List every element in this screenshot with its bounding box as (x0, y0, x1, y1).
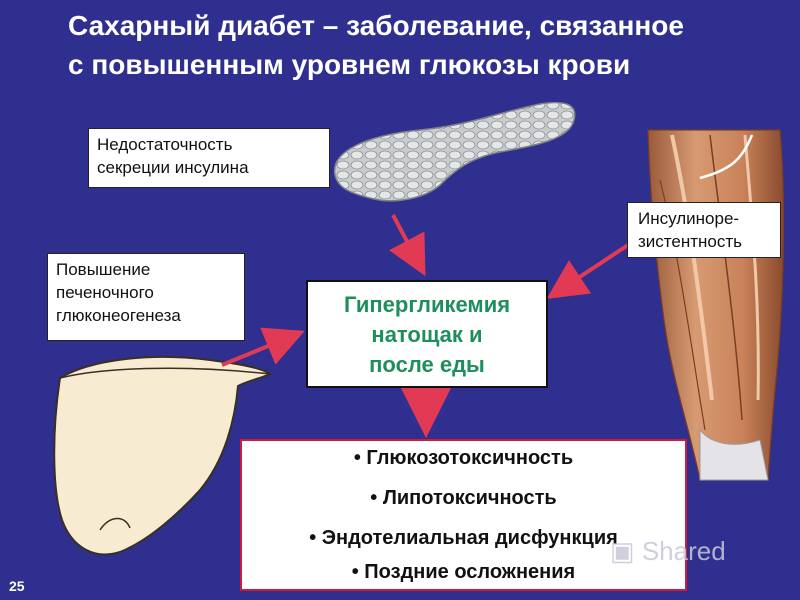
arrow-pancreas-to-center (389, 214, 426, 277)
arrow-muscle-to-center (546, 243, 630, 299)
hyperglycemia-line-3: после еды (369, 352, 485, 377)
pancreas-illustration (333, 101, 576, 202)
slide-title-line-1: Сахарный диабет – заболевание, связанное (68, 10, 684, 41)
arrow-liver-to-center (221, 327, 305, 367)
insulin-resistance-line-1: Инсулиноре- (638, 209, 740, 228)
insulin-resistance-label: Инсулиноре- зистентность (627, 202, 781, 258)
outcomes-box: • Глюкозотоксичность • Липотоксичность •… (240, 439, 687, 591)
outcome-glucotoxicity: • Глюкозотоксичность (353, 447, 574, 469)
hyperglycemia-line-1: Гипергликемия (343, 292, 511, 317)
insulin-secretion-label: Недостаточность секреции инсулина (88, 128, 330, 188)
watermark: ▣ Shared (610, 536, 726, 567)
outcome-lipotoxicity: • Липотоксичность (370, 487, 557, 509)
gluconeogenesis-line-3: глюконеогенеза (56, 306, 181, 325)
slide-number: 25 (9, 578, 25, 594)
gluconeogenesis-line-2: печеночного (56, 283, 154, 302)
outcome-late-complications: • Поздние осложнения (351, 561, 576, 583)
outcome-endothelial-dysfunction: • Эндотелиальная дисфункция (309, 527, 618, 549)
hyperglycemia-box: Гипергликемия натощак и после еды (306, 280, 548, 388)
watermark-text: Shared (641, 536, 726, 566)
insulin-resistance-line-2: зистентность (638, 232, 743, 251)
hyperglycemia-line-2: натощак и (371, 322, 483, 347)
slide-title-line-2: с повышенным уровнем глюкозы крови (68, 49, 631, 80)
gluconeogenesis-line-1: Повышение (56, 260, 151, 279)
watermark-icon: ▣ (610, 536, 635, 566)
insulin-secretion-line-1: Недостаточность (97, 135, 233, 154)
muscle-illustration (647, 129, 785, 481)
gluconeogenesis-label: Повышение печеночного глюконеогенеза (47, 253, 245, 341)
slide-title: Сахарный диабет – заболевание, связанное… (68, 6, 788, 84)
liver-illustration (53, 355, 272, 556)
insulin-secretion-line-2: секреции инсулина (97, 158, 249, 177)
